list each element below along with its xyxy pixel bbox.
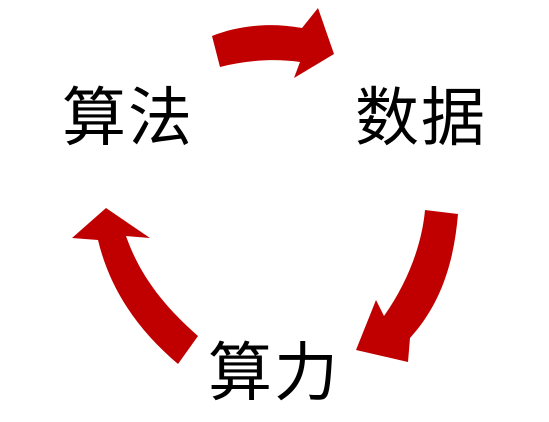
arrow-algorithm-to-data	[212, 8, 334, 78]
arrow-data-to-compute	[356, 210, 458, 362]
node-algorithm-label: 算法	[62, 82, 194, 156]
arrow-compute-to-algorithm	[72, 208, 198, 364]
node-compute-label: 算力	[208, 337, 340, 411]
node-data-label: 数据	[355, 82, 487, 156]
